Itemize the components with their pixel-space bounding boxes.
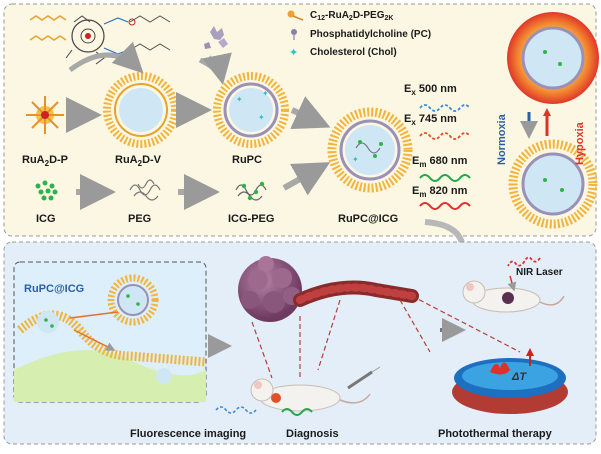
dashed-links: [251, 295, 521, 379]
cholesterol-icon: ✦: [289, 47, 298, 59]
em-680-label: Em 680 nm: [412, 155, 468, 169]
mouse-imaging: [250, 378, 371, 412]
em-820-wave: [419, 202, 471, 210]
label-rua2d-p: RuA2D-P: [22, 154, 68, 168]
rua2d-v-vesicle: [103, 72, 179, 148]
ex-745-label: Ex 745 nm: [404, 113, 457, 127]
label-diagnosis: Diagnosis: [286, 428, 339, 440]
membrane-fusion: [17, 310, 207, 367]
nir-laser-wave: [507, 256, 541, 267]
svg-text:✦: ✦: [258, 113, 265, 122]
ex-500-wave: [419, 104, 471, 112]
normoxia-particle: [508, 139, 598, 229]
em-820-label: Em 820 nm: [412, 185, 468, 199]
flow-arrows-top: [66, 41, 232, 133]
label-photothermal-therapy: Photothermal therapy: [438, 428, 553, 440]
label-icg-peg: ICG-PEG: [228, 213, 274, 225]
rupc-icg-liposome: ✦: [327, 107, 413, 193]
tumor-mass: [238, 256, 302, 322]
legend-item-chol: Cholesterol (Chol): [310, 47, 397, 58]
legend: C12-RuA2D-PEG2K Phosphatidylcholine (PC)…: [287, 10, 431, 59]
label-peg: PEG: [128, 213, 151, 225]
peg-coil: [129, 179, 161, 201]
pc-icon: [291, 29, 297, 35]
ex-745-wave: [419, 132, 471, 140]
icg-dots: [35, 180, 58, 201]
em-680-wave: [419, 174, 471, 182]
heat-flame-icon: [490, 362, 510, 375]
heated-tumor: [452, 348, 568, 414]
delta-t-label: ΔT: [511, 371, 527, 383]
label-rupc: RuPC: [232, 154, 262, 166]
ex-500-label: Ex 500 nm: [404, 83, 457, 97]
ru-lipid-icon: [287, 10, 295, 18]
rupc-liposome: ✦ ✦ ✦: [213, 72, 289, 148]
rua2d-p-micelle: [26, 96, 64, 134]
cell-membrane-ground: [14, 350, 206, 402]
svg-text:✦: ✦: [352, 155, 359, 164]
label-fluorescence-imaging: Fluorescence imaging: [130, 428, 246, 440]
legend-item-pc: Phosphatidylcholine (PC): [310, 29, 431, 40]
label-icg: ICG: [36, 213, 56, 225]
nir-laser-label: NIR Laser: [516, 267, 563, 278]
label-rupc-icg: RuPC@ICG: [338, 213, 398, 225]
pc-chol-cluster: [204, 26, 228, 49]
svg-text:✦: ✦: [236, 95, 243, 104]
svg-text:✦: ✦: [262, 89, 269, 98]
icg-peg-complex: [235, 181, 267, 201]
inset-title: RuPC@ICG: [24, 283, 84, 295]
hypoxia-particle: [507, 12, 599, 104]
label-rua2d-v: RuA2D-V: [115, 154, 162, 168]
optics: Ex 500 nm Ex 745 nm Em 680 nm Em 820 nm: [404, 83, 471, 210]
hypoxia-label: Hypoxia: [574, 121, 586, 165]
imaging-emission-wave: [281, 408, 313, 416]
mouse-laser: [462, 280, 565, 313]
flow-arrows-mid: [76, 96, 331, 210]
normoxia-label: Normoxia: [496, 113, 508, 165]
syringe-icon: [347, 366, 381, 390]
legend-item-ruA2D-PEG: C12-RuA2D-PEG2K: [310, 10, 393, 22]
